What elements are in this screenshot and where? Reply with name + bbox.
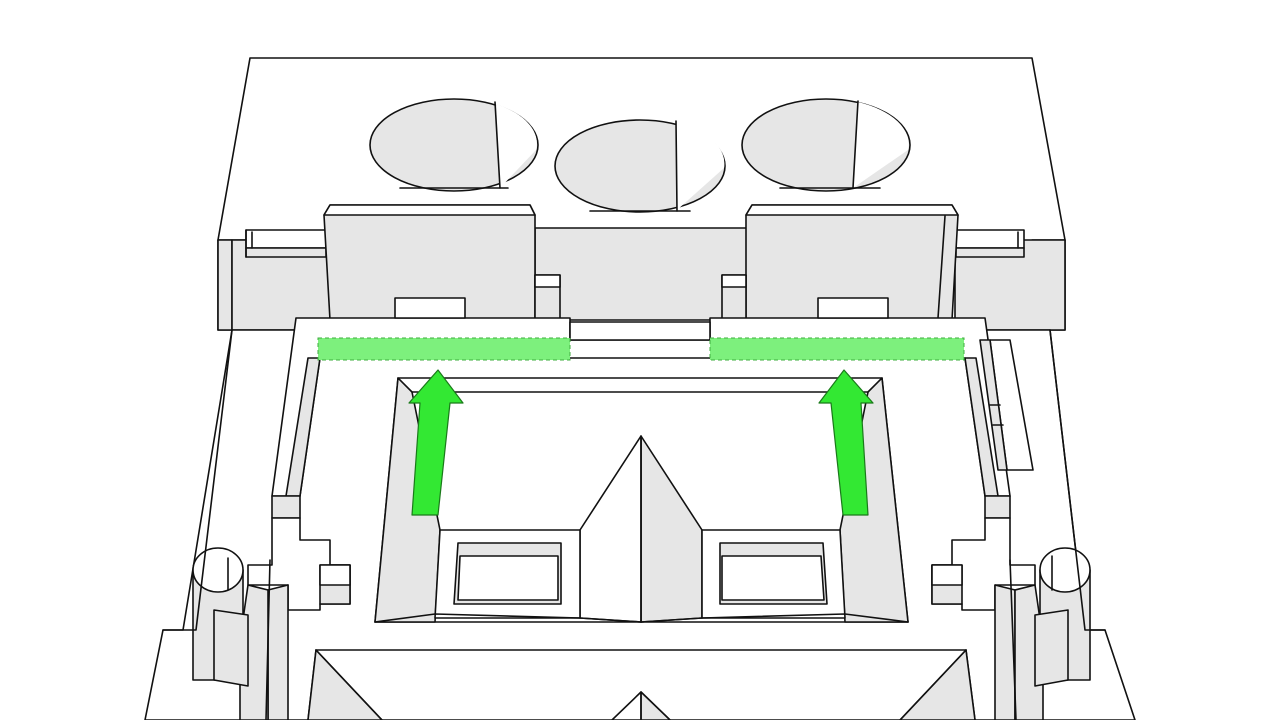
oval-opening-right xyxy=(741,98,911,192)
highlight-strip-left xyxy=(317,337,571,361)
arrow-up-right xyxy=(818,369,874,516)
right-raised-pad xyxy=(721,204,959,321)
tray-slot-right xyxy=(719,542,828,605)
right-side-tab xyxy=(955,229,1025,258)
tray-slot-left xyxy=(453,542,562,605)
base-side-steps xyxy=(162,329,1106,720)
frame-rail xyxy=(271,297,1034,519)
arrow-up-left xyxy=(408,369,464,516)
highlight-strip-right xyxy=(709,337,965,361)
right-cylinder-post xyxy=(1034,547,1091,687)
oval-opening-left xyxy=(369,98,539,192)
top-block-front-face xyxy=(217,227,1066,331)
oval-opening-center xyxy=(554,119,726,213)
left-raised-pad xyxy=(323,204,561,321)
left-side-tab xyxy=(245,229,327,258)
bottom-housing xyxy=(307,649,976,720)
left-cylinder-post xyxy=(192,547,249,687)
